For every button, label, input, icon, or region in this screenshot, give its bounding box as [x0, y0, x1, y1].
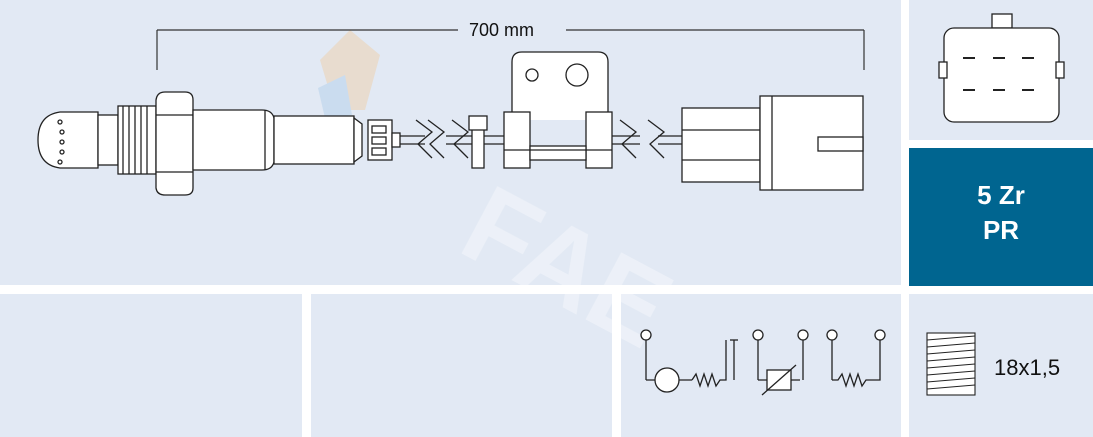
- sensor-type-line1: 5 Zr: [977, 180, 1025, 210]
- circuit-schematic-icon: [640, 329, 886, 396]
- empty-panel-1: [0, 294, 302, 437]
- empty-panel-2: [311, 294, 612, 437]
- thread-size-label: 18x1,5: [994, 355, 1061, 380]
- connector-plug: [681, 95, 864, 191]
- sensor-type-label: 5 Zr PR: [909, 180, 1093, 246]
- dimension-label: 700 mm: [469, 20, 534, 40]
- sensor-type-line2: PR: [982, 215, 1020, 245]
- cable: [400, 51, 682, 169]
- sensor-probe: [37, 91, 401, 196]
- sensor-type-panel: [909, 148, 1093, 286]
- dimension-line: [156, 29, 865, 70]
- connector-face-icon: [938, 13, 1065, 123]
- watermark-text: FAE: [444, 163, 691, 372]
- watermark-logo: FAE: [318, 30, 690, 372]
- thread-symbol-icon: [926, 332, 976, 396]
- circuit-panel: [621, 294, 901, 437]
